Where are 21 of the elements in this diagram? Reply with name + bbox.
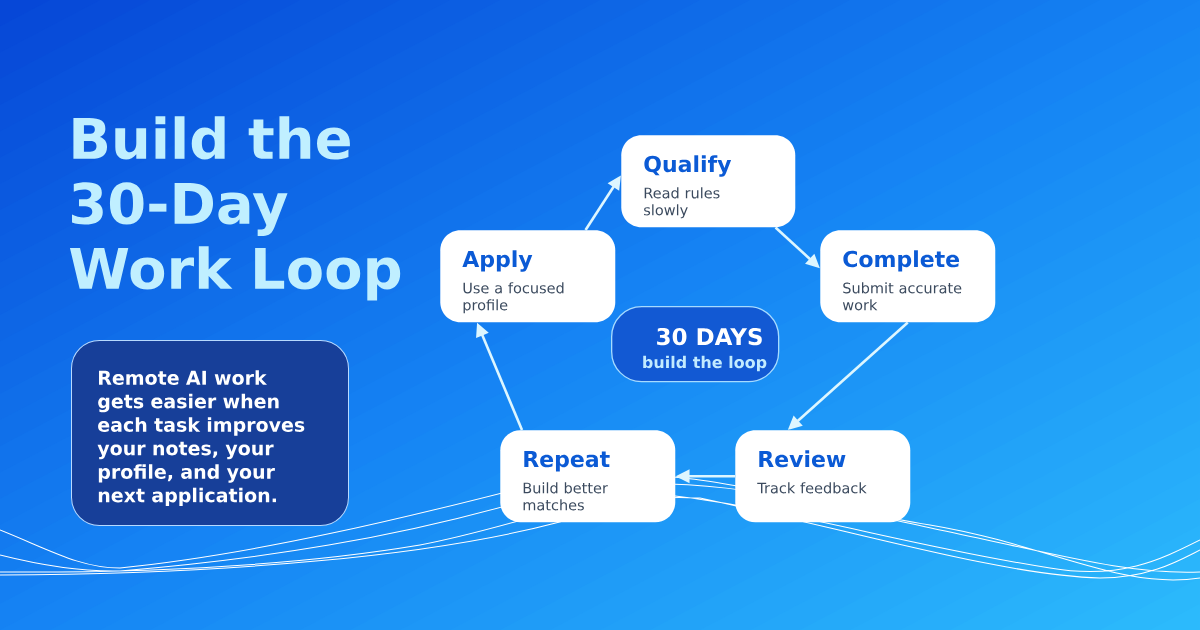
step-description: Use a focused profile: [463, 282, 564, 314]
center-badge: [611, 306, 780, 383]
note-text: Remote AI work gets easier when each task improves your notes, your profile, and your next application.: [97, 370, 305, 507]
step-title: Repeat: [524, 450, 610, 472]
step-title: Review: [759, 450, 846, 468]
step-card: [735, 430, 911, 523]
badge-title: 30 DAYS: [657, 327, 762, 346]
badge-subtitle: build the loop: [643, 355, 767, 372]
step-title: Apply: [462, 250, 533, 272]
step-description: Read rules slowly: [644, 187, 720, 219]
step-card: [820, 230, 996, 323]
note-card: [71, 340, 349, 526]
heading: Build the 30-Day Work Loop: [69, 116, 401, 301]
step-title: Qualify: [644, 155, 732, 177]
step-title: Complete: [843, 250, 960, 272]
step-card: [621, 135, 796, 228]
step-card: [440, 230, 616, 323]
step-card: [500, 430, 676, 523]
step-description: Submit accurate work: [842, 282, 962, 311]
step-description: Build better matches: [523, 482, 608, 511]
step-description: Track feedback: [757, 482, 867, 494]
